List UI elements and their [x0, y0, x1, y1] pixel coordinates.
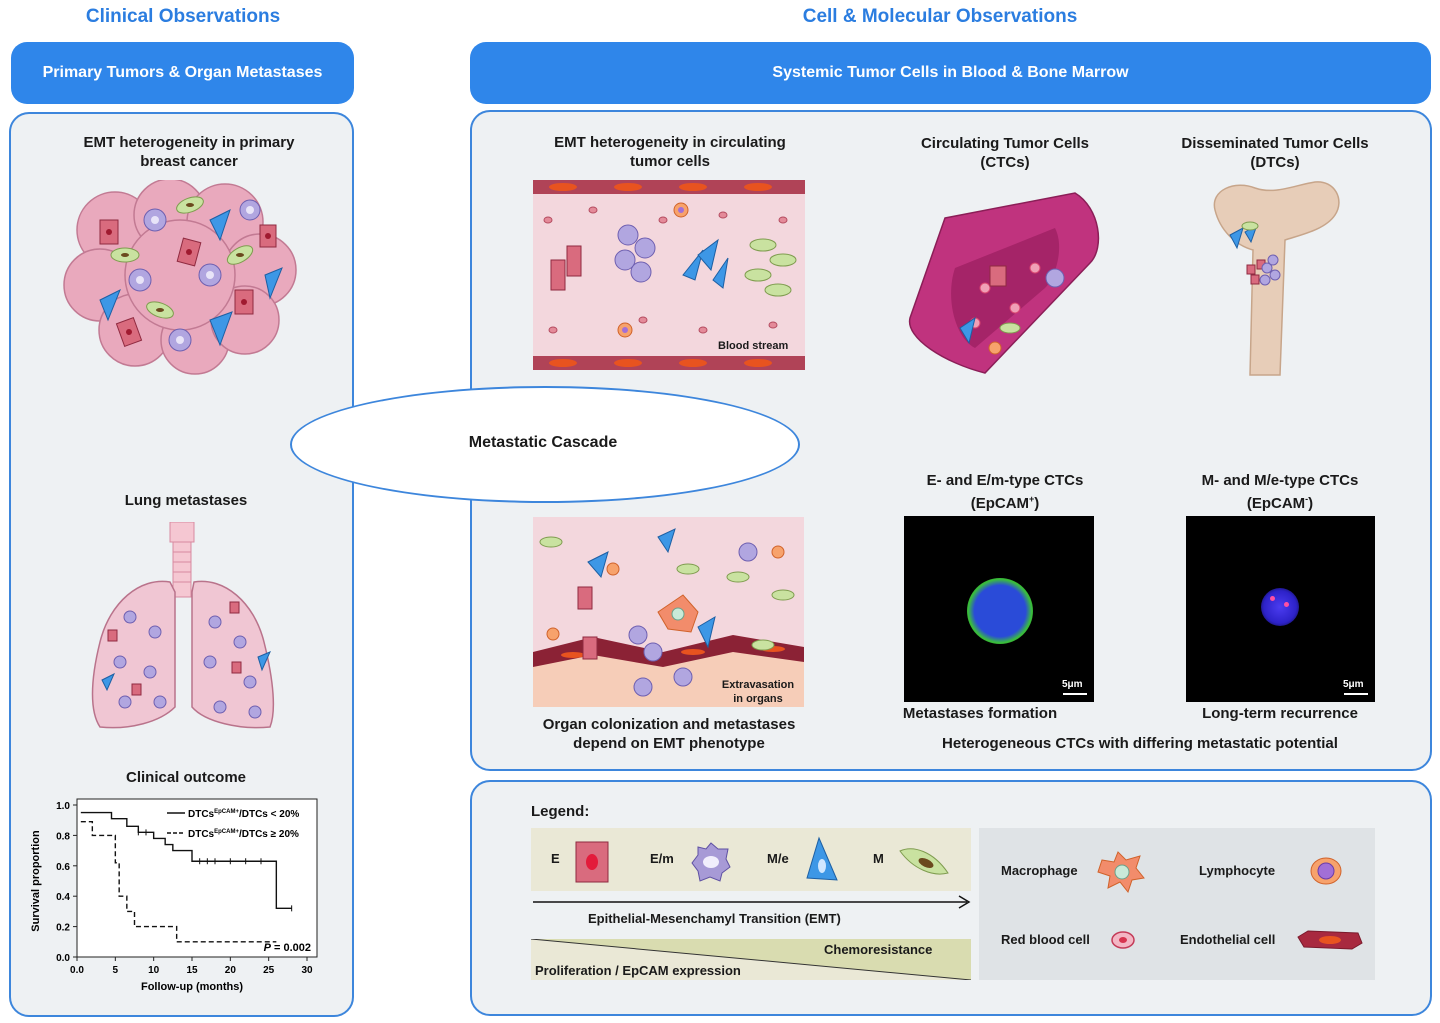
epcam-negative-micrograph	[1186, 516, 1375, 702]
metastases-formation-label: Metastases formation	[902, 705, 1058, 722]
emt-primary-title: EMT heterogeneity in primary breast canc…	[83, 134, 295, 170]
epcam-positive-title-line2: (EpCAM	[970, 495, 1030, 512]
x-tick-label: 10	[148, 965, 160, 976]
y-tick-label: 0.8	[56, 831, 70, 842]
legend-macrophage: Macrophage	[1001, 863, 1078, 878]
epcam-negative-title: M- and M/e-type CTCs (EpCAM-)	[1170, 471, 1390, 513]
extravasation-illustration	[533, 517, 804, 707]
legend-endothelial-cell: Endothelial cell	[1180, 932, 1276, 947]
epcam-positive-paren: )	[1034, 495, 1040, 512]
survival-series-line	[80, 811, 292, 910]
me-cell-icon	[806, 836, 838, 881]
epcam-negative-sup: -	[1305, 494, 1309, 504]
ctc-emt-title: EMT heterogeneity in circulating tumor c…	[554, 134, 786, 170]
primary-tumors-banner: Primary Tumors & Organ Metastases	[11, 42, 354, 104]
red-blood-cell-icon	[1111, 931, 1135, 949]
primary-tumor-illustration	[63, 180, 297, 375]
x-axis-label: Follow-up (months)	[141, 981, 243, 993]
epithelial-cell-icon	[575, 841, 609, 883]
cell-molecular-observations-title: Cell & Molecular Observations	[802, 6, 1078, 27]
x-tick-label: 30	[301, 965, 313, 976]
legend-red-blood-cell: Red blood cell	[1001, 932, 1090, 947]
long-term-recurrence-label: Long-term recurrence	[1202, 705, 1358, 722]
extravasation-label: Extravasation in organs	[721, 679, 795, 705]
x-tick-label: 0.0	[70, 965, 84, 976]
pink-dot	[1284, 602, 1289, 607]
survival-chart: 0.0 0.2 0.4 0.6 0.8 1.0 0.0 5 10 15 20 25 30Follow-u…	[30, 798, 318, 993]
p-value-annotation: P = 0.002	[264, 942, 311, 954]
mesenchymal-cell-icon	[899, 848, 949, 875]
pink-dot	[1270, 596, 1275, 601]
scale-bar-negative	[1344, 693, 1368, 695]
clinical-observations-title: Clinical Observations	[85, 6, 281, 27]
metastatic-cascade-ellipse	[290, 386, 800, 503]
legend-type-m: M	[873, 851, 884, 866]
metastatic-cascade-label: Metastatic Cascade	[468, 434, 618, 451]
vessel-illustration	[908, 192, 1100, 374]
green-membrane-stain	[967, 578, 1033, 644]
scale-label-positive: 5μm	[1062, 679, 1083, 690]
lung-metastases-title: Lung metastases	[124, 492, 248, 509]
gradient-triangles	[531, 939, 971, 980]
dtc-title: Disseminated Tumor Cells (DTCs)	[1181, 135, 1369, 171]
macrophage-icon	[1097, 851, 1145, 894]
legend-type-me: M/e	[767, 851, 789, 866]
epcam-negative-paren: )	[1308, 495, 1314, 512]
lymphocyte-icon	[1310, 857, 1342, 885]
epcam-positive-sup: +	[1029, 494, 1035, 504]
legend-lymphocyte: Lymphocyte	[1199, 863, 1276, 878]
x-tick-label: 15	[186, 965, 198, 976]
y-tick-label: 0.6	[56, 862, 70, 873]
left-lung	[91, 580, 176, 729]
y-tick-label: 1.0	[56, 801, 70, 812]
blood-stream-label: Blood stream	[718, 340, 789, 352]
y-tick-label: 0.2	[56, 923, 70, 934]
x-tick-label: 20	[225, 965, 237, 976]
epcam-negative-title-line2: (EpCAM	[1246, 495, 1306, 512]
extravasation-illustration-box	[533, 517, 804, 707]
legend-type-em: E/m	[650, 851, 674, 866]
x-tick-label: 5	[113, 965, 119, 976]
lung-illustration	[91, 522, 275, 729]
legend-type-e: E	[551, 851, 560, 866]
epcam-positive-micrograph	[904, 516, 1094, 702]
clinical-outcome-title: Clinical outcome	[125, 769, 247, 786]
blood-stream-illustration	[533, 180, 805, 370]
y-tick-label: 0.4	[56, 892, 70, 903]
ctc-title: Circulating Tumor Cells (CTCs)	[920, 135, 1090, 171]
cell-legend-box	[979, 828, 1375, 980]
emt-arrow-label: Epithelial-Mesenchamyl Transition (EMT)	[588, 911, 841, 926]
scale-label-negative: 5μm	[1343, 679, 1364, 690]
y-axis-label: Survival proportion	[30, 830, 42, 932]
blue-nucleus-stain	[1261, 588, 1299, 626]
proliferation-label: Proliferation / EpCAM expression	[535, 963, 741, 978]
survival-series-line	[80, 821, 277, 943]
legend-entry: DTCsEpCAM+/DTCs < 20%	[188, 809, 299, 820]
legend-title: Legend:	[531, 803, 590, 820]
chemoresistance-label: Chemoresistance	[824, 942, 933, 957]
organ-colonization-caption: Organ colonization and metastases depend…	[542, 716, 796, 752]
heterogeneous-ctcs-caption: Heterogeneous CTCs with differing metast…	[942, 735, 1338, 752]
legend-entry: DTCsEpCAM+/DTCs ≥ 20%	[188, 829, 299, 840]
plot-area	[76, 798, 318, 958]
scale-bar-positive	[1063, 693, 1087, 695]
trachea	[169, 522, 195, 598]
epcam-negative-title-line1: M- and M/e-type CTCs	[1201, 472, 1359, 489]
epcam-positive-title: E- and E/m-type CTCs (EpCAM+)	[900, 471, 1110, 513]
tumor-cells	[99, 196, 283, 352]
epcam-positive-title-line1: E- and E/m-type CTCs	[926, 472, 1084, 489]
x-tick-label: 25	[263, 965, 275, 976]
emt-arrow	[533, 895, 971, 909]
bone-illustration	[1213, 181, 1340, 376]
systemic-tumor-cells-banner: Systemic Tumor Cells in Blood & Bone Mar…	[470, 42, 1431, 104]
em-cell-icon	[691, 842, 731, 882]
endothelial-cell-icon	[1297, 930, 1363, 950]
y-tick-label: 0.0	[56, 953, 70, 964]
